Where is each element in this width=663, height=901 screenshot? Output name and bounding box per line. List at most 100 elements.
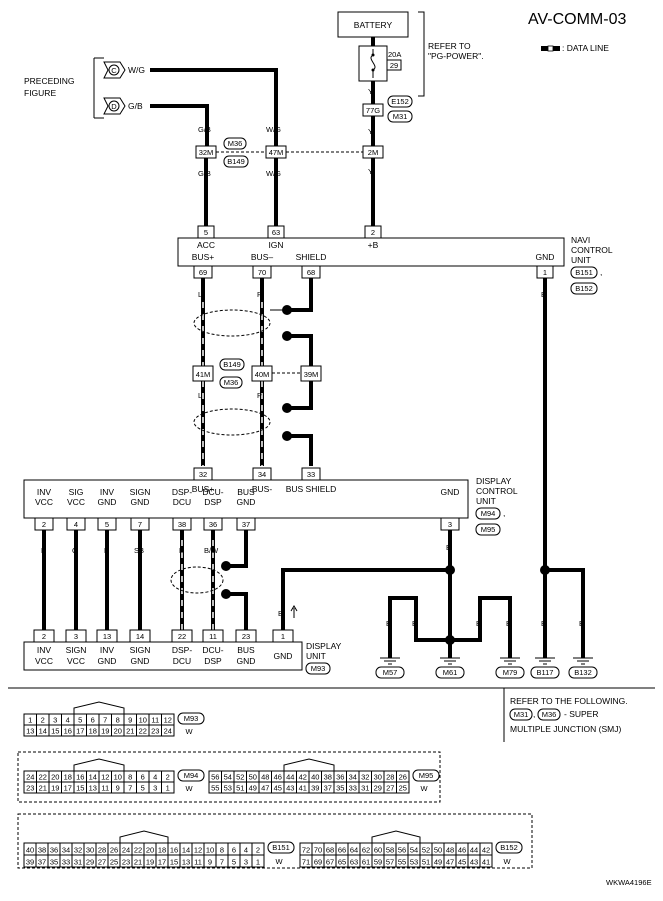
du-pin-name-line1: SIGN <box>130 645 151 655</box>
navi-conn-b151: B151 <box>575 268 593 277</box>
connector-pin-no: 67 <box>326 858 334 867</box>
ground-icon: M57 <box>375 642 405 679</box>
du-pin-box <box>65 629 87 643</box>
conn-40m-label: 40M <box>255 370 270 379</box>
du-pin-box <box>33 629 55 643</box>
dcu-shield-wire-b <box>226 592 248 630</box>
connector-pin-no: 65 <box>338 858 346 867</box>
connector-pin-no: 59 <box>374 858 382 867</box>
connector-pin-no: 2 <box>256 846 260 855</box>
connector-pin-no: 43 <box>286 784 294 793</box>
navi-conn-b151-oval <box>570 266 598 279</box>
connector-pin-no: 44 <box>470 846 478 855</box>
connector-pin-no: 33 <box>62 858 70 867</box>
connector-cavity <box>396 781 410 794</box>
connector-pin-no: 8 <box>128 773 132 782</box>
connector-pin-no: 48 <box>446 846 454 855</box>
connector-pin-no: 52 <box>422 846 430 855</box>
wire-color-b-navi: B <box>541 290 546 299</box>
navi-pin-no: 68 <box>307 268 315 277</box>
navi-pin-name: ACC <box>197 240 215 250</box>
connector-pin-no: 53 <box>410 858 418 867</box>
du-pin-box <box>235 629 257 643</box>
dcu-pin-name: BUS+ <box>192 484 214 494</box>
connector-pin-no: 29 <box>86 858 94 867</box>
connector-pin-no: 62 <box>362 846 370 855</box>
connector-pin-no: 71 <box>302 858 310 867</box>
connector-pin-no: 60 <box>374 846 382 855</box>
display-unit-pins: 2INVVCC3SIGNVCC13INVGND14SIGNGND22DSP-DC… <box>33 629 294 666</box>
connector-pin-no: 13 <box>182 858 190 867</box>
dcu-shield-wire-a <box>226 530 248 568</box>
conn-32m-label: 32M <box>199 148 214 157</box>
dcu-conn-m94-oval <box>475 507 501 520</box>
connector-pin-no: 61 <box>362 858 370 867</box>
connector-pin-no: 18 <box>89 727 97 736</box>
wire-color-b-dcu: B <box>446 543 451 552</box>
connector-pin-no: 23 <box>26 784 34 793</box>
fuse-no-box <box>386 59 402 71</box>
dcu-pin-name-line2: VCC <box>67 497 85 507</box>
wire-color-l1: L <box>198 290 202 299</box>
lower-wires <box>42 530 215 630</box>
navi-pin-name: GND <box>536 252 555 262</box>
du-pin-name-line1: INV <box>100 645 115 655</box>
dcu-label-3: UNIT <box>476 496 496 506</box>
connector-latch <box>73 758 125 771</box>
du-pin-box <box>96 629 118 643</box>
du-pin-name-line2: GND <box>98 656 117 666</box>
connector-pin-no: 11 <box>151 716 159 725</box>
dcu-label-2: CONTROL <box>476 486 518 496</box>
wire-color-wg2: W/G <box>266 169 281 178</box>
navi-pin-no: 5 <box>204 228 208 237</box>
preceding-circle-c <box>108 64 120 76</box>
ground-label: B117 <box>537 668 554 677</box>
data-line-legend: : DATA LINE <box>541 43 609 53</box>
navi-pin-no: 70 <box>258 268 266 277</box>
connector-pin-no: 28 <box>98 846 106 855</box>
connector-cavity <box>161 781 175 794</box>
battery-label: BATTERY <box>354 20 393 30</box>
dcu-pin-name-line1: DCU- <box>202 487 223 497</box>
du-pin-no: 22 <box>178 632 186 641</box>
ground-icon: B117 <box>530 642 560 679</box>
connector-pin-no: 50 <box>249 773 257 782</box>
navi-conn-b152: B152 <box>575 284 593 293</box>
connector-pin-no: 6 <box>91 716 95 725</box>
connector-pin-no: 2 <box>166 773 170 782</box>
connector-pin-no: 16 <box>76 773 84 782</box>
connector-pin-no: 55 <box>211 784 219 793</box>
connector-pin-no: 24 <box>26 773 34 782</box>
connector-pin-no: 70 <box>314 846 322 855</box>
wire-color-y3: Y <box>368 167 373 176</box>
connector-pin-no: 20 <box>51 773 59 782</box>
connector-pin-no: 16 <box>64 727 72 736</box>
connector-pin-no: 32 <box>361 773 369 782</box>
connector-name: B152 <box>500 843 518 852</box>
conn-e152-oval <box>387 95 413 108</box>
du-pin-name-line1: GND <box>274 651 293 661</box>
connector-pin-no: 46 <box>274 773 282 782</box>
du-pin-box <box>129 629 151 643</box>
connector-pin-no: 13 <box>89 784 97 793</box>
du-pin-name-line1: BUS <box>237 645 255 655</box>
arrow-up-icon <box>290 605 298 618</box>
dcu-pin-name: BUS SHIELD <box>286 484 337 494</box>
legend-dash-b <box>547 45 554 52</box>
refer-smj-3: MULTIPLE JUNCTION (SMJ) <box>510 724 621 734</box>
shield-dot-4 <box>282 431 292 441</box>
connector-pin-no: 69 <box>314 858 322 867</box>
connector-pin-no: 42 <box>299 773 307 782</box>
connector-name-oval <box>267 841 295 854</box>
connector-pin-no: 19 <box>51 784 59 793</box>
navi-label-1: NAVI <box>571 235 590 245</box>
du-conn: M93 <box>311 664 326 673</box>
connector-pin-no: 22 <box>39 773 47 782</box>
du-pin-box <box>202 629 224 643</box>
connector-name: M94 <box>184 771 199 780</box>
navi-gnd-branch <box>545 568 585 642</box>
